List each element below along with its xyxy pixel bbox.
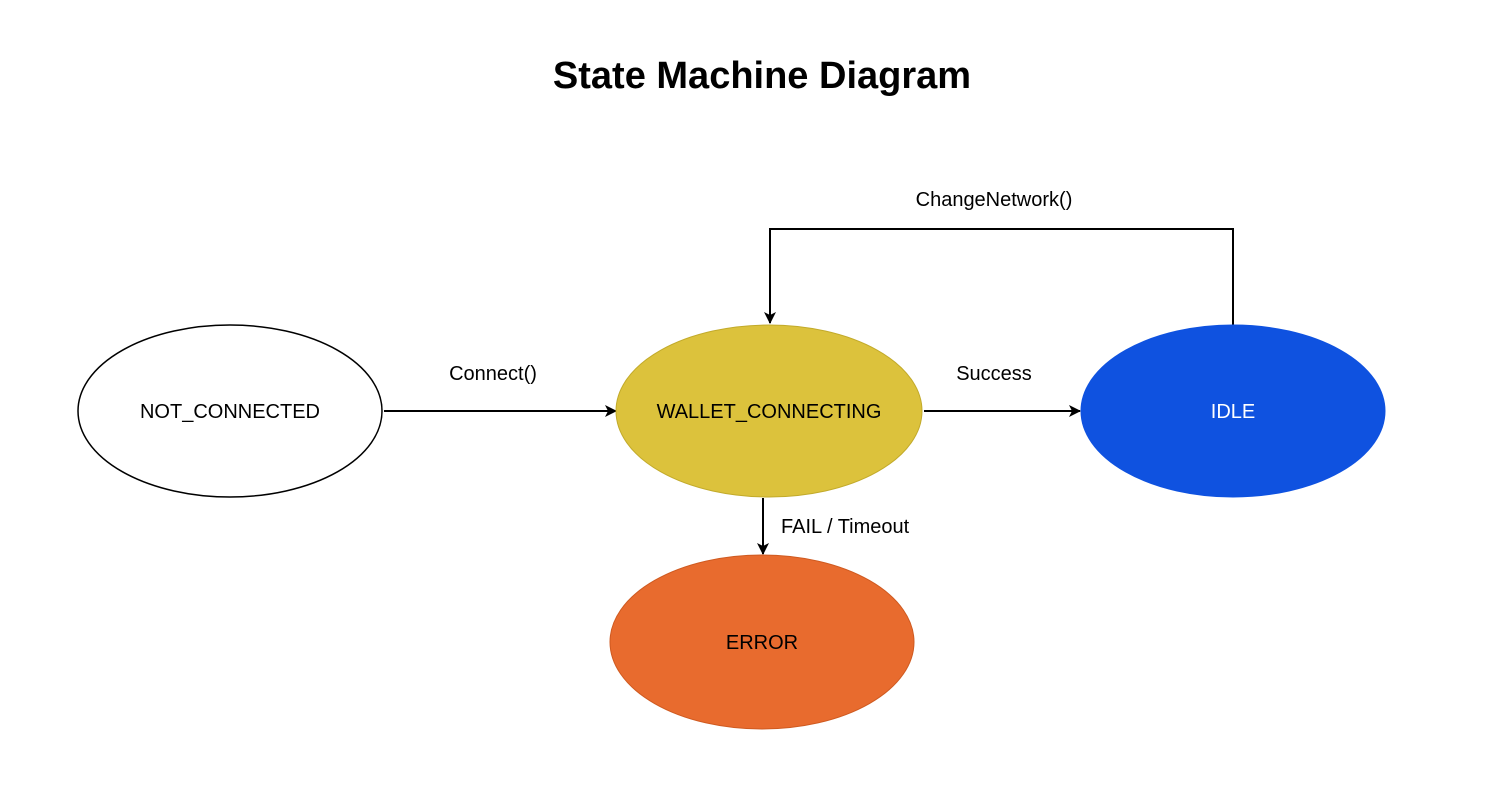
- state-idle: IDLE: [1080, 324, 1386, 498]
- state-wallet-connecting: WALLET_CONNECTING: [615, 324, 923, 498]
- state-not-connected-label: NOT_CONNECTED: [140, 401, 320, 423]
- success-label: Success: [956, 363, 1032, 385]
- change-network-label: ChangeNetwork(): [916, 189, 1073, 211]
- state-not-connected: NOT_CONNECTED: [77, 324, 383, 498]
- connect-label: Connect(): [449, 363, 537, 385]
- state-error-shape: [609, 554, 915, 730]
- state-idle-label: IDLE: [1211, 401, 1255, 423]
- change-network-arrow: [764, 228, 1234, 325]
- state-wallet-connecting-label: WALLET_CONNECTING: [657, 401, 882, 423]
- state-wallet-connecting-shape: [615, 324, 923, 498]
- diagram-title: State Machine Diagram: [553, 55, 971, 97]
- state-idle-shape: [1080, 324, 1386, 498]
- fail-timeout-label: FAIL / Timeout: [781, 516, 910, 538]
- state-error-label: ERROR: [726, 632, 798, 654]
- state-not-connected-shape: [77, 324, 383, 498]
- state-error: ERROR: [609, 554, 915, 730]
